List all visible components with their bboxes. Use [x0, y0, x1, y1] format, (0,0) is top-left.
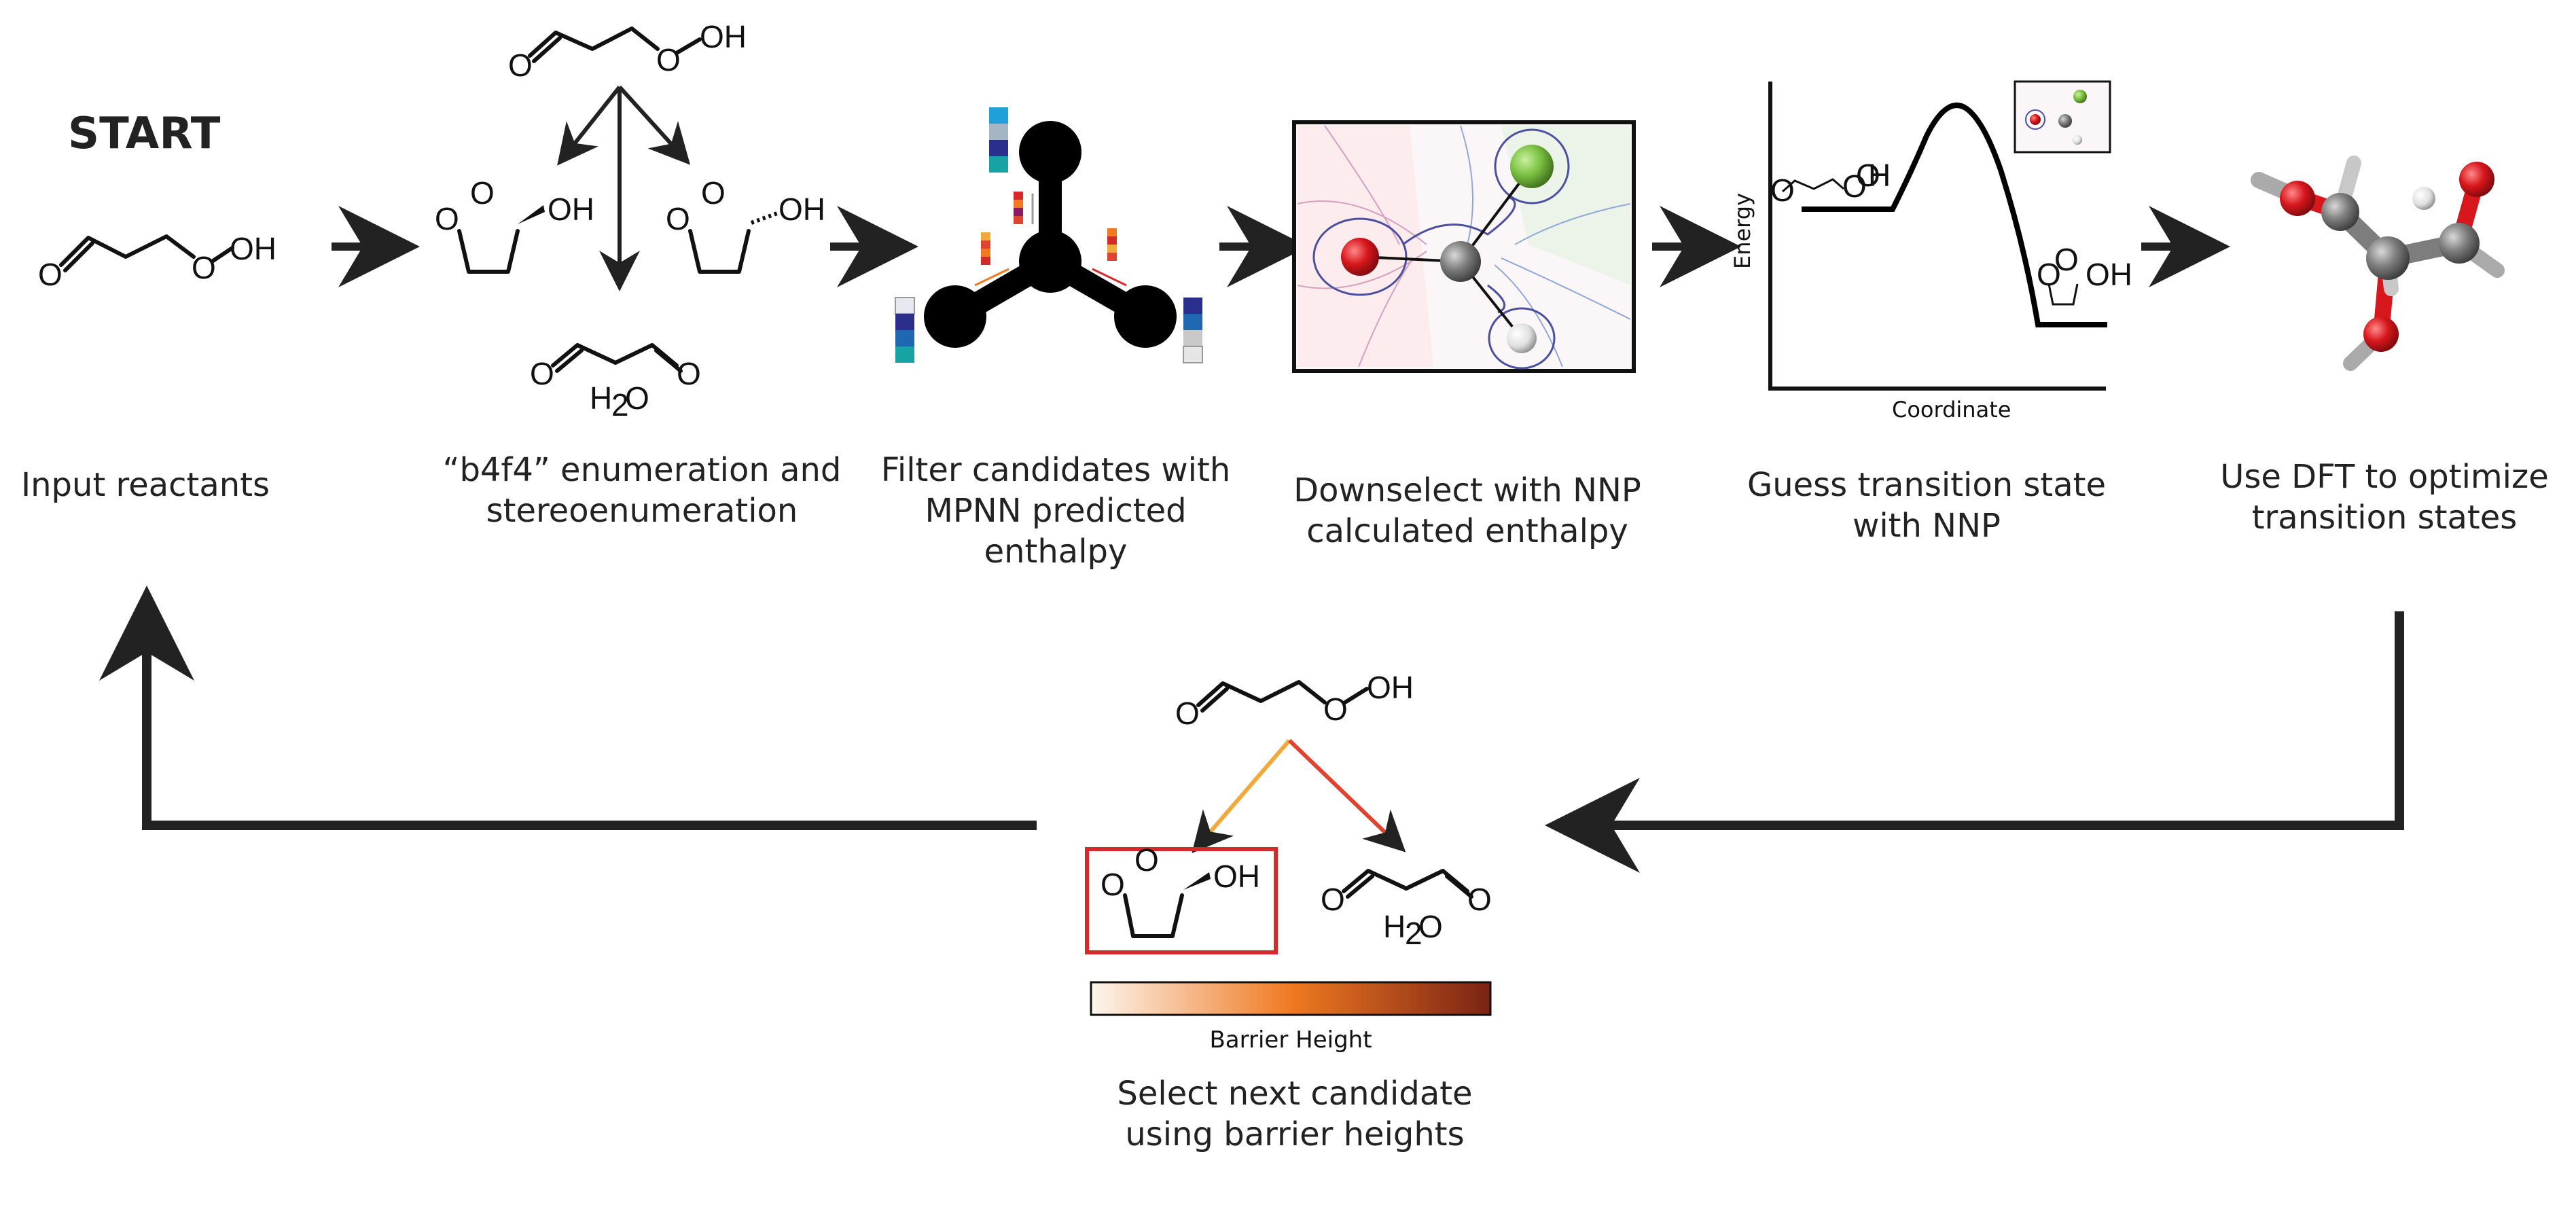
selected-candidate-box — [1085, 847, 1278, 954]
svg-text:O: O — [1842, 168, 1867, 204]
svg-text:H: H — [1383, 909, 1406, 944]
dialdehyde-product: O O H 2 O — [530, 343, 701, 423]
svg-text:O: O — [1770, 173, 1795, 208]
energy-curve — [1802, 103, 2107, 327]
ts-inset-thumbnail — [2014, 80, 2111, 154]
low-barrier-arrow — [1192, 739, 1291, 854]
atom-label: O — [38, 257, 62, 292]
barrier-colorbar: Barrier Height — [1090, 981, 1492, 1054]
atom-label: O — [666, 201, 690, 236]
message-vectors — [981, 192, 1117, 265]
atom-label: OH — [548, 192, 594, 227]
step-1-caption: Input reactants — [21, 466, 270, 504]
svg-text:O: O — [1856, 158, 1880, 193]
alternative-product: O O H 2 O — [1321, 869, 1492, 951]
svg-text:O: O — [1134, 842, 1159, 878]
atom-label: O — [508, 48, 533, 83]
return-arrow-right — [1545, 611, 2404, 873]
carbon-atom — [1440, 241, 1481, 282]
feature-vector-left — [895, 297, 915, 363]
atom-label: OH — [230, 231, 276, 266]
high-barrier-arrow — [1287, 738, 1406, 853]
svg-text:OH: OH — [1213, 859, 1260, 894]
graph-node-center — [1019, 230, 1081, 293]
feature-vector-top — [989, 107, 1008, 173]
reactant-molecule-1: O O OH — [38, 231, 276, 292]
atom-label: O — [192, 250, 216, 285]
atom-label: O — [530, 356, 554, 391]
coordinate-axis-label: Coordinate — [1892, 397, 2011, 423]
enum-arrow-right — [618, 85, 691, 165]
svg-text:O: O — [1467, 882, 1492, 917]
graph-node-left — [924, 285, 986, 348]
atom-label: O — [701, 175, 726, 211]
atom-label: OH — [700, 19, 747, 54]
atom-label: O — [435, 201, 459, 236]
svg-text:OH: OH — [2086, 257, 2132, 292]
mpnn-graph — [895, 107, 1203, 363]
svg-text:O: O — [1323, 692, 1348, 727]
atom-label: O — [470, 175, 495, 211]
selected-candidate-molecule: O O OH — [1101, 842, 1260, 938]
plot-axes — [1768, 82, 2106, 391]
colorbar-label: Barrier Height — [1209, 1026, 1372, 1054]
feature-vector-right — [1183, 298, 1203, 363]
graph-node-right — [1114, 285, 1177, 348]
svg-text:O: O — [1418, 909, 1443, 944]
svg-text:O: O — [2037, 257, 2061, 292]
svg-text:O: O — [1321, 882, 1345, 917]
enum-arrow-left — [557, 86, 622, 166]
atom-label: 2 — [611, 387, 629, 423]
atom-label: O — [656, 42, 681, 77]
chlorine-atom — [1510, 145, 1554, 188]
selection-reactant: O O OH — [1175, 670, 1414, 731]
dioxolane-candidate-1: O O OH — [435, 175, 594, 274]
dft-ts-structure — [2251, 156, 2505, 371]
return-arrow-left — [99, 586, 1037, 830]
energy-reactant-molecule: O O O H — [1770, 158, 1891, 208]
oxygen-atom — [1341, 238, 1379, 276]
atom-label: OH — [779, 192, 825, 227]
atom-label: H — [590, 380, 612, 416]
svg-text:O: O — [2054, 242, 2079, 277]
hydrogen-atom — [1507, 323, 1537, 353]
svg-text:O: O — [1175, 696, 1200, 731]
atom-label: O — [677, 356, 701, 391]
energy-axis-label: Energy — [1730, 193, 1755, 269]
enumeration-reactant: O O OH — [508, 19, 747, 83]
svg-text:H: H — [1868, 158, 1891, 193]
graph-node-top — [1019, 121, 1081, 183]
energy-profile-plot: Energy Coordinate O O O H O O OH — [1730, 80, 2132, 423]
nnp-density-panel — [1292, 120, 1636, 373]
svg-text:O: O — [1101, 867, 1125, 902]
energy-product-molecule: O O OH — [2037, 242, 2132, 306]
svg-text:OH: OH — [1367, 670, 1414, 705]
dioxolane-candidate-2: O O OH — [666, 175, 825, 274]
start-label: START — [68, 109, 221, 159]
atom-label: O — [625, 380, 649, 416]
svg-text:2: 2 — [1405, 916, 1423, 951]
